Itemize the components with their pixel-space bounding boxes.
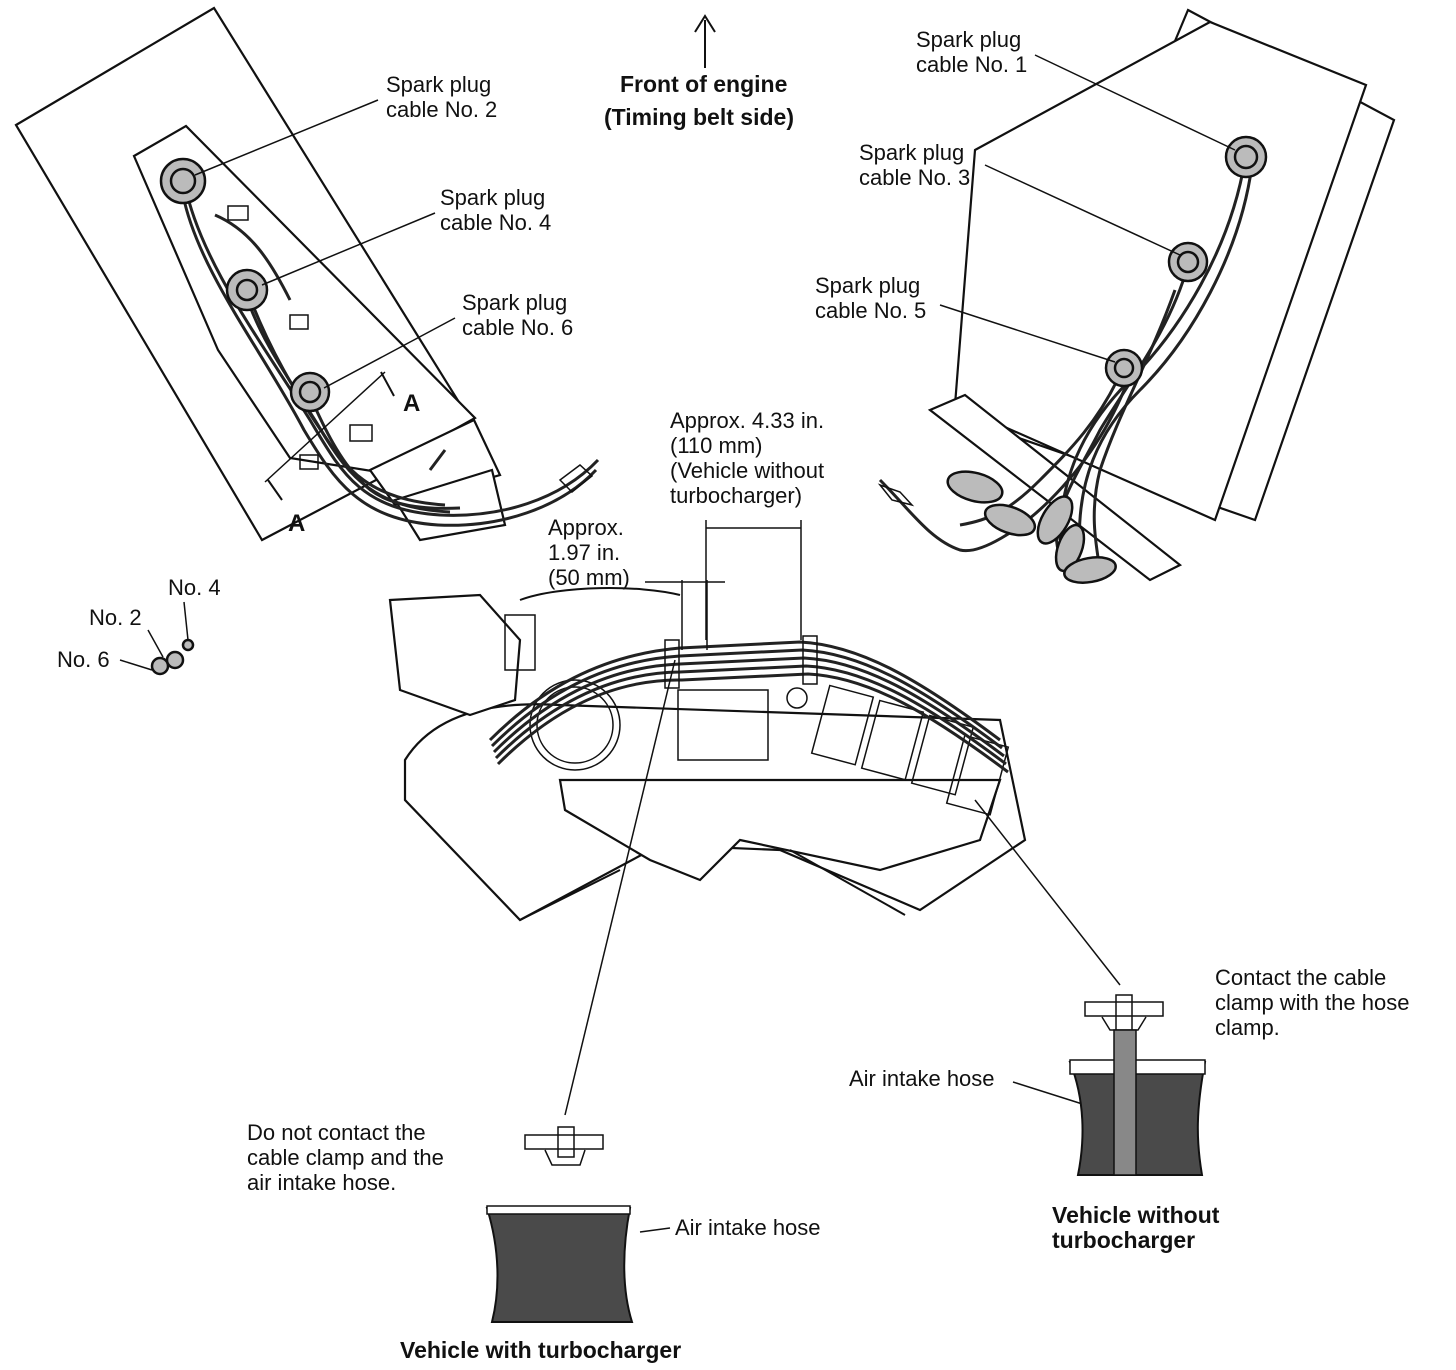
d110-line1: Approx. 4.33 in. [670,408,825,433]
without-turbo-caption-line2: turbocharger [1052,1227,1196,1253]
cable-4-label-line1: Spark plug [440,185,546,210]
dimension-110mm-label: Approx. 4.33 in. (110 mm) (Vehicle witho… [670,408,824,508]
with-turbo-note-line2: cable clamp and the [247,1145,444,1170]
cable-5-label-line2: cable No. 5 [815,298,927,323]
without-turbo-note-line1: Contact the cable [1215,965,1387,990]
section-no6-label: No. 6 [57,647,110,672]
front-of-engine-label: Front of engine [620,71,788,97]
cable-2-label-line2: cable No. 2 [386,97,498,122]
engine-center-assembly [388,587,1027,922]
cable-4-label-line2: cable No. 4 [440,210,552,235]
with-turbo-note: Do not contact the cable clamp and the a… [247,1120,444,1195]
cable-6-label-line1: Spark plug [462,290,568,315]
cable-5-label: Spark plug cable No. 5 [815,273,926,323]
air-intake-hose-no-turbo [1068,1029,1207,1176]
cable-clamp-no-turbo [1084,994,1164,1036]
left-cylinder-bank [14,6,600,542]
with-turbo-note-line1: Do not contact the [247,1120,426,1145]
d110-line2: (110 mm) [670,433,763,458]
cable-3-label-line2: cable No. 3 [859,165,971,190]
d50-line2: 1.97 in. [548,540,621,565]
section-a-lower: A [288,510,306,537]
without-turbo-caption-line1: Vehicle without [1052,1202,1220,1228]
cable-6-label-line2: cable No. 6 [462,315,574,340]
cable-2-label-line1: Spark plug [386,72,492,97]
right-cylinder-bank [877,8,1396,584]
d110-line4: turbocharger) [670,483,803,508]
leader-lines [194,54,1236,1233]
cable-5-label-line1: Spark plug [815,273,921,298]
cable-6-label: Spark plug cable No. 6 [462,290,573,340]
section-no2-label: No. 2 [89,605,142,630]
without-turbo-note: Contact the cable clamp with the hose cl… [1215,965,1409,1040]
cable-1-label-line2: cable No. 1 [916,52,1028,77]
without-turbo-hose-label: Air intake hose [849,1066,995,1091]
cable-1-label: Spark plug cable No. 1 [916,27,1027,77]
without-turbo-note-line2: clamp with the hose [1215,990,1410,1015]
section-no4-label: No. 4 [168,575,221,600]
dimension-50mm-label: Approx. 1.97 in. (50 mm) [548,515,630,590]
with-turbo-note-line3: air intake hose. [247,1170,397,1195]
cable-clamp-turbo [524,1126,604,1166]
d50-line3: (50 mm) [548,565,630,590]
dimension-110mm [705,520,802,640]
cable-3-label-line1: Spark plug [859,140,965,165]
cable-1-label-line1: Spark plug [916,27,1022,52]
with-turbo-hose-label: Air intake hose [675,1215,821,1240]
section-a-upper: A [403,390,421,417]
cable-4-label: Spark plug cable No. 4 [440,185,551,235]
d50-line1: Approx. [548,515,624,540]
without-turbo-caption: Vehicle without turbocharger [1052,1203,1219,1253]
cable-3-label: Spark plug cable No. 3 [859,140,970,190]
air-intake-hose-turbo [485,1205,634,1323]
d110-line3: (Vehicle without [670,458,825,483]
dimension-50mm [645,580,725,650]
timing-belt-side-label: (Timing belt side) [604,104,794,130]
with-turbo-caption: Vehicle with turbocharger [400,1337,682,1363]
front-arrow-icon [694,14,716,68]
without-turbo-note-line3: clamp. [1215,1015,1280,1040]
section-view-cables [119,601,195,676]
cable-2-label: Spark plug cable No. 2 [386,72,497,122]
